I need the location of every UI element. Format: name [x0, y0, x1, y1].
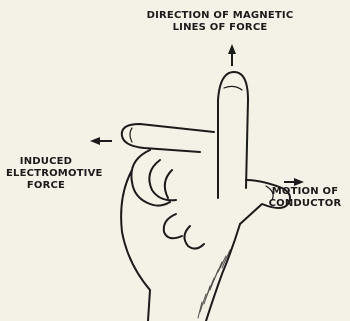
conductor-motion-label-line-2: CONDUCTOR — [262, 198, 348, 210]
curled-fingers — [131, 150, 170, 206]
induced-emf-label-line-3: FORCE — [6, 180, 86, 192]
index-finger — [218, 72, 248, 198]
middle-finger — [122, 124, 214, 152]
induced-emf-label-line-1: INDUCED — [6, 156, 86, 168]
arrow-right-icon — [284, 178, 304, 186]
induced-emf-label-line-2: ELECTROMOTIVE — [6, 168, 86, 180]
magnetic-lines-label-line-2: LINES OF FORCE — [140, 22, 300, 34]
induced-emf-label: INDUCED ELECTROMOTIVE FORCE — [6, 156, 86, 192]
arrow-up-icon — [228, 44, 236, 66]
magnetic-lines-label: DIRECTION OF MAGNETIC LINES OF FORCE — [140, 10, 300, 34]
conductor-motion-label: MOTION OF CONDUCTOR — [262, 186, 348, 210]
magnetic-lines-label-line-1: DIRECTION OF MAGNETIC — [140, 10, 300, 22]
conductor-motion-label-line-1: MOTION OF — [262, 186, 348, 198]
arrow-left-icon — [90, 137, 112, 145]
